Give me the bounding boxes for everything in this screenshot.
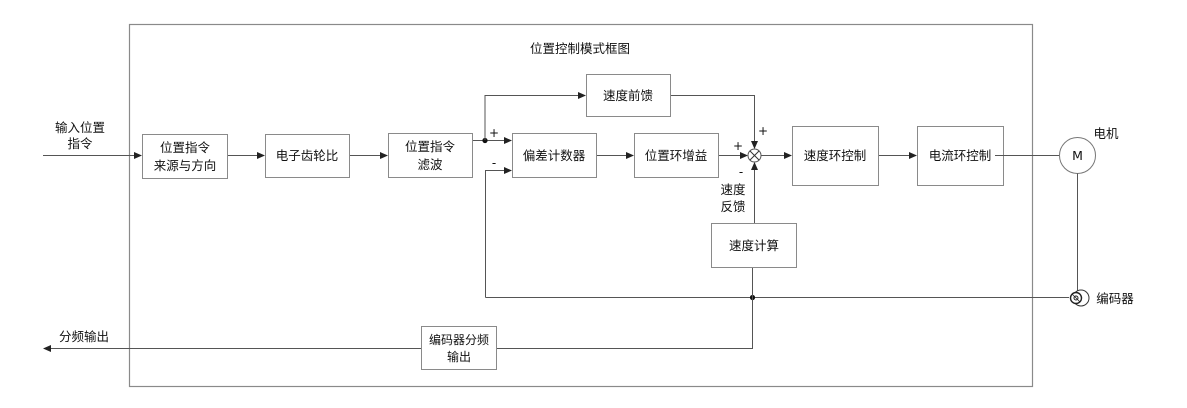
block-position-gain: 位置环增益: [634, 133, 719, 178]
sum-plus-left-sign: +: [733, 139, 743, 153]
svg-text:速度计算: 速度计算: [729, 238, 779, 253]
input-label-line1: 输入位置: [55, 120, 105, 135]
sum-plus-top-sign: +: [758, 124, 768, 138]
branch-node-filter: [482, 137, 488, 144]
counter-minus-sign: -: [492, 156, 496, 170]
counter-plus-sign: +: [489, 126, 499, 140]
output-label: 分频输出: [59, 329, 109, 344]
svg-text:电子齿轮比: 电子齿轮比: [276, 148, 339, 163]
svg-text:速度前馈: 速度前馈: [603, 88, 653, 103]
input-label-line2: 指令: [67, 136, 93, 151]
summing-junction: [747, 148, 762, 163]
encoder-label: 编码器: [1096, 291, 1134, 306]
wire-bus-to-divider: [497, 297, 753, 349]
block-current-loop: 电流环控制: [917, 126, 1004, 186]
svg-text:输出: 输出: [447, 349, 471, 364]
feedback-label-line1: 速度: [720, 182, 746, 197]
svg-text:速度环控制: 速度环控制: [804, 148, 867, 163]
svg-text:位置环增益: 位置环增益: [645, 148, 708, 163]
block-gear-ratio: 电子齿轮比: [265, 134, 350, 178]
wire-feedforward-to-sum: [671, 95, 758, 149]
svg-text:M: M: [1072, 148, 1083, 163]
wire-feedback-to-counter: [485, 167, 512, 298]
motor-symbol: M: [1059, 137, 1096, 174]
block-cmd-filter: 位置指令 滤波: [388, 133, 473, 178]
block-speed-loop: 速度环控制: [792, 126, 879, 186]
wire-to-feedforward: [484, 92, 586, 140]
svg-text:位置指令: 位置指令: [405, 139, 456, 154]
diagram-title: 位置控制模式框图: [530, 41, 630, 56]
svg-text:电流环控制: 电流环控制: [929, 148, 992, 163]
svg-text:编码器分频: 编码器分频: [429, 332, 489, 347]
block-speed-feedforward: 速度前馈: [586, 74, 671, 117]
block-cmd-source: 位置指令 来源与方向: [142, 134, 228, 179]
svg-text:来源与方向: 来源与方向: [154, 158, 217, 173]
encoder-icon: [1069, 289, 1090, 307]
feedback-label-line2: 反馈: [720, 199, 745, 214]
block-speed-calc: 速度计算: [711, 223, 797, 268]
svg-text:位置指令: 位置指令: [160, 140, 211, 155]
diagram-frame: [128, 23, 1034, 388]
motor-label: 电机: [1093, 126, 1119, 141]
svg-text:偏差计数器: 偏差计数器: [523, 148, 586, 163]
sum-minus-sign: -: [739, 165, 743, 179]
block-encoder-divider: 编码器分频 输出: [421, 326, 497, 370]
svg-text:滤波: 滤波: [417, 157, 443, 172]
block-deviation-counter: 偏差计数器: [512, 133, 597, 178]
